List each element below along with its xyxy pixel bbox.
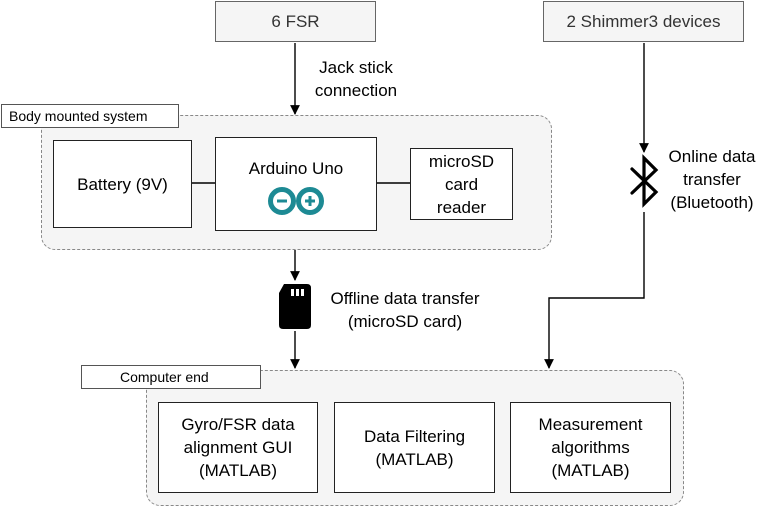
- alignment-gui-box: Gyro/FSR data alignment GUI (MATLAB): [158, 402, 318, 493]
- arduino-uno-box: Arduino Uno: [215, 137, 377, 231]
- bluetooth-to-computer-arrow: [544, 212, 645, 369]
- data-filtering-box: Data Filtering (MATLAB): [334, 402, 495, 493]
- measurement-algorithms-label: Measurement algorithms (MATLAB): [538, 415, 643, 480]
- fsr-source-box: 6 FSR: [215, 1, 376, 42]
- bluetooth-transfer-label: Online data transfer (Bluetooth): [668, 147, 756, 212]
- arduino-logo-icon: [268, 187, 324, 215]
- computer-end-tag: Computer end: [81, 365, 261, 389]
- battery-box: Battery (9V): [53, 140, 192, 228]
- shimmer-source-label: 2 Shimmer3 devices: [566, 11, 721, 31]
- microsd-reader-label: microSD card reader: [428, 151, 495, 217]
- fsr-source-label: 6 FSR: [271, 11, 320, 31]
- data-filtering-label: Data Filtering (MATLAB): [363, 426, 466, 469]
- measurement-algorithms-box: Measurement algorithms (MATLAB): [510, 402, 671, 493]
- body-mounted-system-label: Body mounted system: [9, 108, 148, 124]
- shimmer-source-box: 2 Shimmer3 devices: [543, 1, 744, 42]
- computer-end-label: Computer end: [120, 369, 209, 385]
- arduino-uno-label: Arduino Uno: [248, 159, 344, 178]
- microsd-reader-box: microSD card reader: [410, 148, 513, 220]
- body-mounted-system-tag: Body mounted system: [1, 104, 179, 128]
- offline-transfer-label: Offline data transfer (microSD card): [330, 289, 480, 331]
- battery-label: Battery (9V): [77, 174, 168, 194]
- sd-card-icon: [279, 284, 311, 329]
- bluetooth-icon: [630, 154, 659, 208]
- alignment-gui-label: Gyro/FSR data alignment GUI (MATLAB): [181, 415, 295, 480]
- jack-connection-label: Jack stick connection: [314, 58, 398, 100]
